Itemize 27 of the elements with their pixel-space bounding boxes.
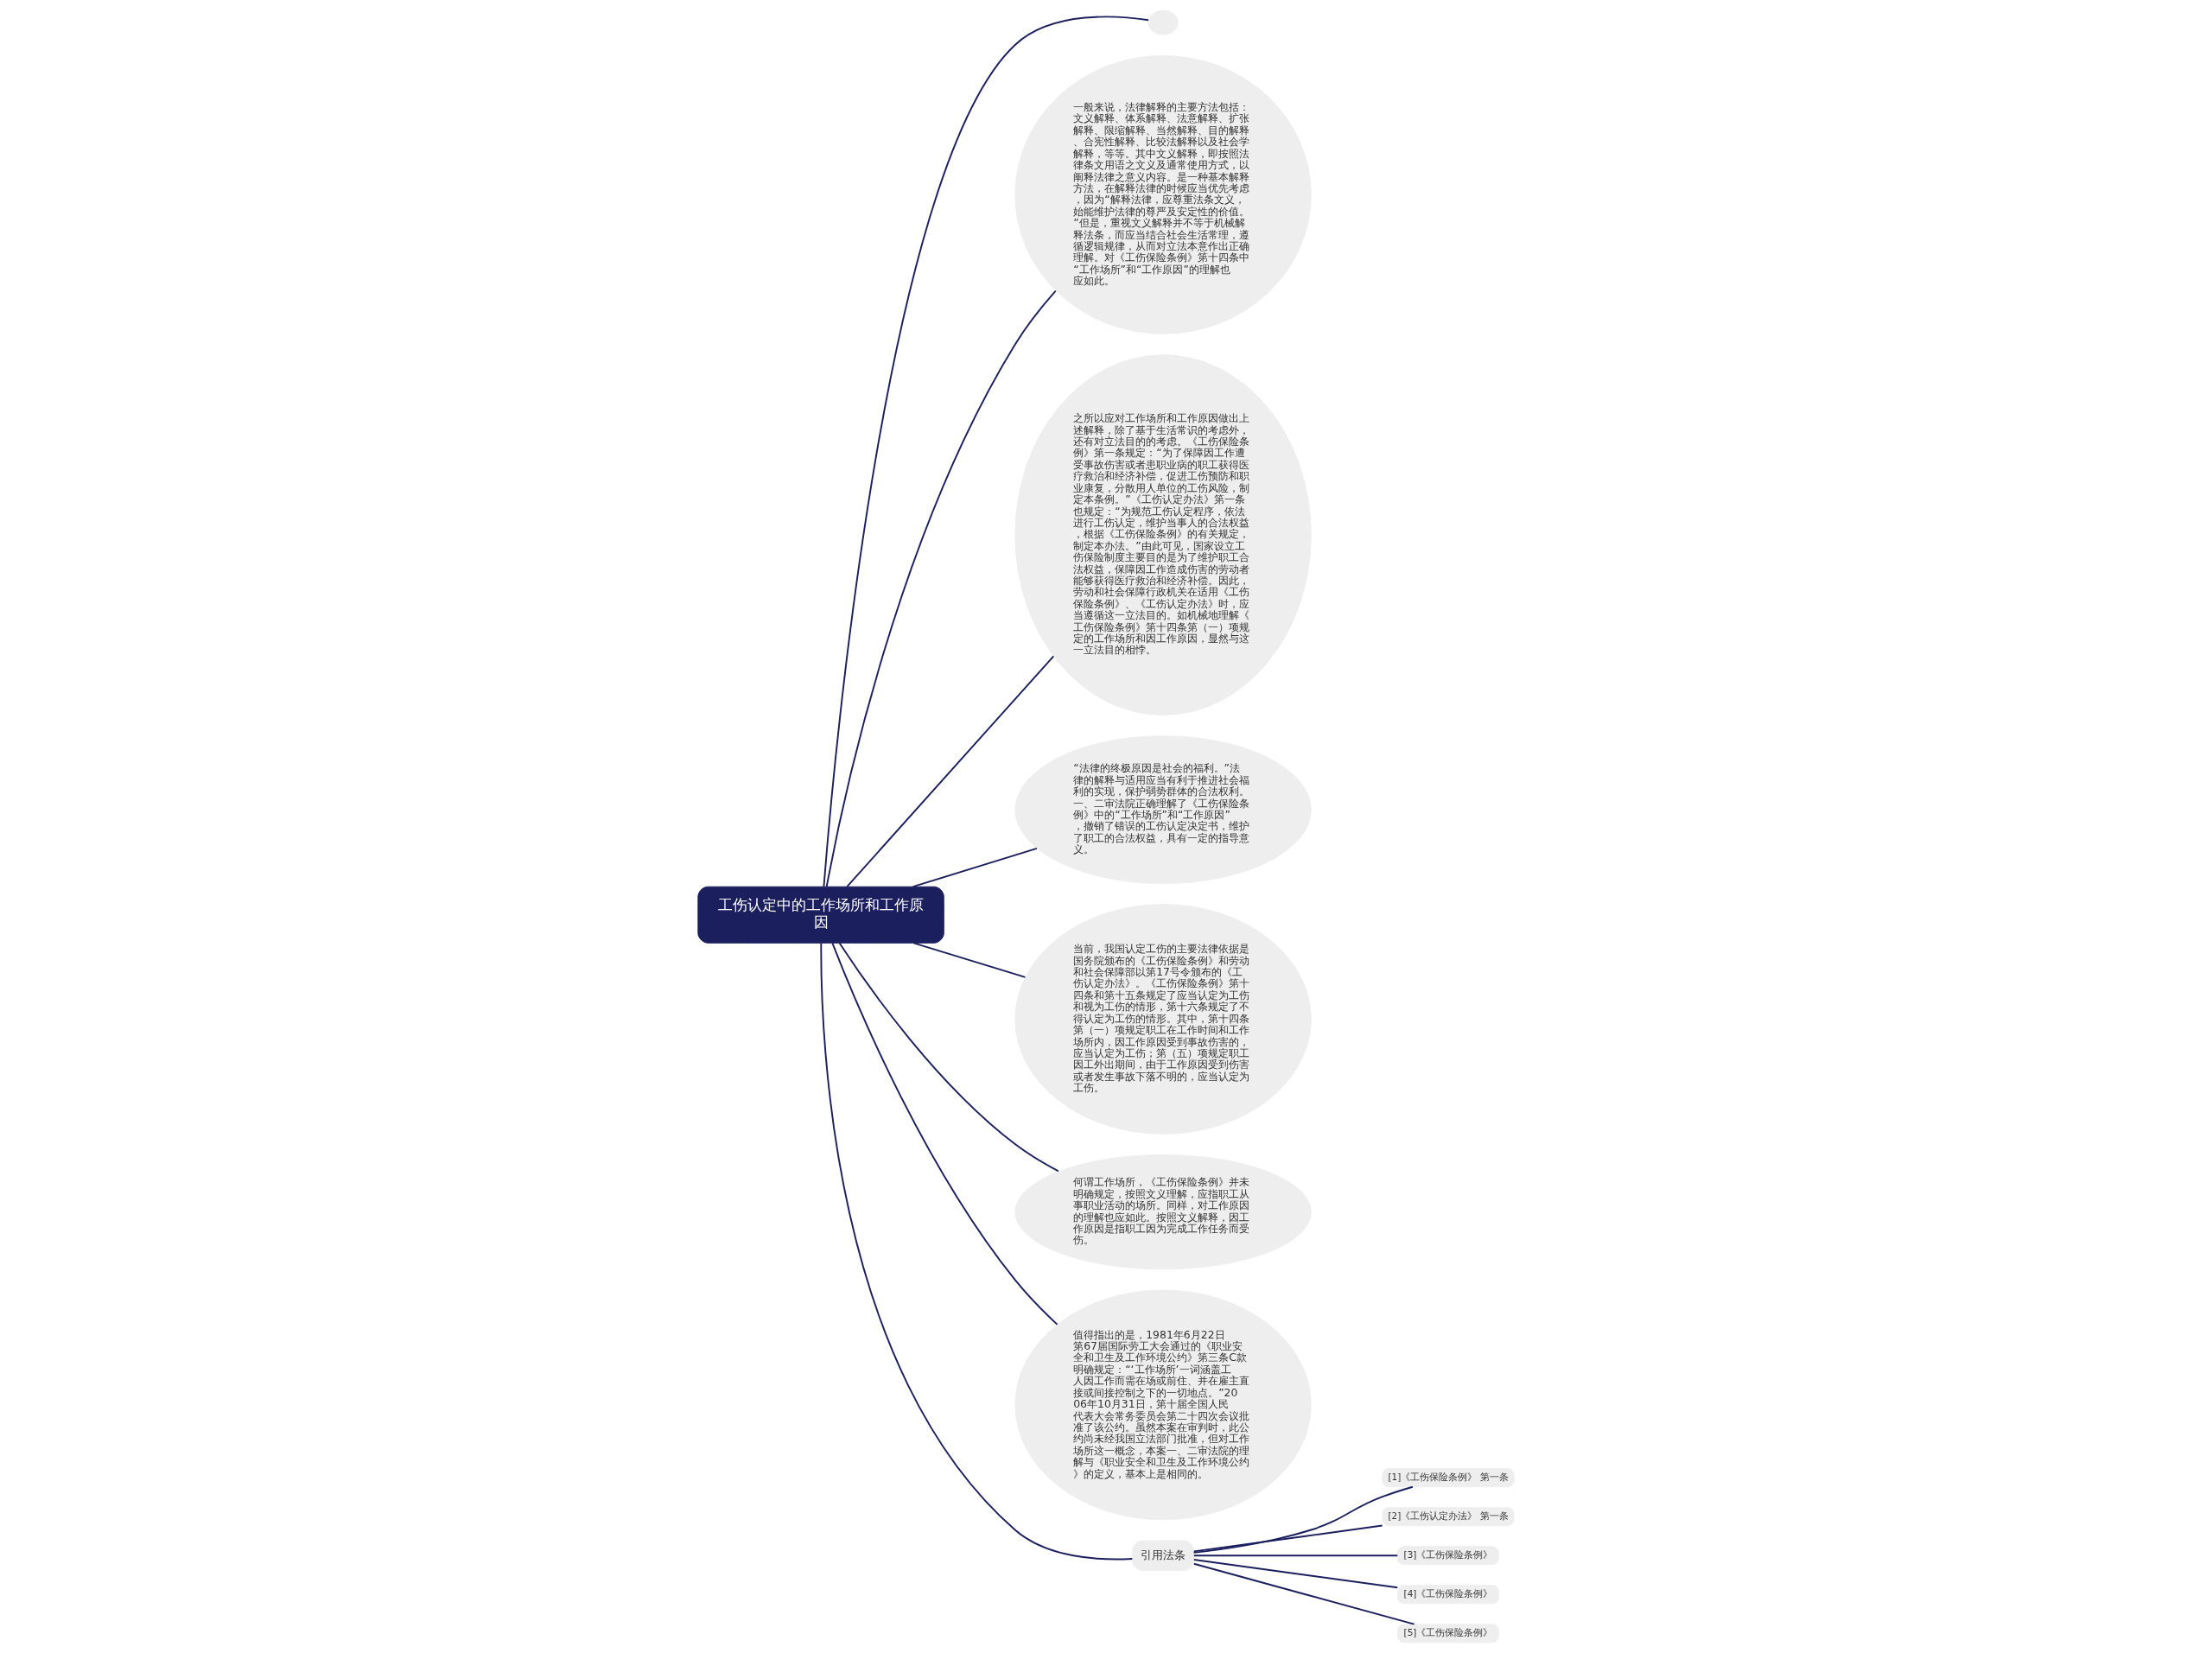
node-box: [4]《工伤保险条例》 [1397,1585,1499,1605]
node-box: [3]《工伤保险条例》 [1397,1546,1499,1566]
node-box: 工伤认定中的工作场所和工作原因 [697,886,944,944]
node-ellipse: 当前，我国认定工伤的主要法律依据是国务院颁布的《工伤保险条例》和劳动和社会保障部以第17号令颁布的《工伤认定办法》。《工伤保险条例》第十四条和第十五条规定了应当认定为工伤和视为工伤的情形，第十六条规定了不得认定为工伤的情形。其中，第十四条第（一）项规定职工在工作时间和工作场所内，因工作原因受到事故伤害的，应当认定为工伤；第（五）项规定职工因工外出期间，由于工作原因受到伤害或者发生事故下落不明的，应当认定为工伤。 [1014,904,1312,1135]
connector [1192,1524,1383,1553]
node-circle: 一般来说，法律解释的主要方法包括：文义解释、体系解释、法意解释、扩张解释、限缩解释、当然解释、目的解释、合宪性解释、比较法解释以及社会学解释，等等。其中文义解释，即按照法律条文用语之文义及通常使用方式，以阐释法律之意义内容。是一种基本解释方法，在解释法律的时候应当优先考虑，因为“解释法律，应尊重法条文义，始能维护法律的尊严及安定性的价值。”但是，重视文义解释并不等于机械解释法条，而应当结合社会生活常理，遵循逻辑规律，从而对立法本意作出正确理解。对《工伤保险条例》第十四条中“工作场所”和“工作原因”的理解也应如此。 [1014,54,1312,334]
connector [846,655,1055,888]
connector [831,942,1058,1326]
node-circle [1147,10,1179,35]
connector [1192,1554,1399,1557]
node-box: [1]《工伤保险条例》 第一条 [1382,1468,1515,1488]
node-ellipse: 值得指出的是，1981年6月22日第67届国际劳工大会通过的《职业安全和卫生及工作环境公约》第三条C款明确规定：“‘工作场所’一词涵盖工人因工作而需在场或前住、并在雇主直接或间接控制之下的一切地点。”2006年10月31日，第十届全国人民代表大会常务委员会第二十四次会议批准了该公约。虽然本案在审判时，此公约尚未经我国立法部门批准，但对工作场所这一概念，本案一、二审法院的理解与《职业安全和卫生及工作环境公约》的定义，基本上是相同的。 [1014,1289,1312,1521]
node-box: 引用法条 [1132,1540,1194,1571]
node-ellipse: 何谓工作场所，《工伤保险条例》并未明确规定，按照文义理解，应指职工从事职业活动的场所。同样，对工作原因的理解也应如此。按照文义解释，因工作原因是指职工因为完成工作任务而受伤。 [1014,1154,1312,1270]
connector [912,847,1038,888]
connector [1192,1559,1399,1589]
connector [825,289,1057,887]
node-ellipse: “法律的终极原因是社会的福利。”法律的解释与适用应当有利于推进社会福利的实现，保护弱势群体的合法权利。一、二审法院正确理解了《工伤保险条例》中的“工作场所”和“工作原因”，撤销了错误的工伤认定决定书，维护了职工的合法权益，具有一定的指导意义。 [1014,735,1312,884]
connector [820,942,1134,1561]
node-box: [5]《工伤保险条例》 [1397,1624,1499,1643]
connector [1192,1485,1414,1554]
connector [823,16,1149,887]
connector [1192,1562,1415,1625]
node-box: [2]《工伤认定办法》 第一条 [1382,1507,1515,1527]
connector [838,942,1059,1173]
node-ellipse: 之所以应对工作场所和工作原因做出上述解释，除了基于生活常识的考虑外，还有对立法目的的考虑。《工伤保险条例》第一条规定：“为了保障因工作遭受事故伤害或者患职业病的职工获得医疗救治和经济补偿，促进工伤预防和职业康复，分散用人单位的工伤风险，制定本条例。”《工伤认定办法》第一条也规定：“为规范工伤认定程序，依法进行工伤认定，维护当事人的合法权益，根据《工伤保险条例》的有关规定，制定本办法。”由此可见，国家设立工伤保险制度主要目的是为了维护职工合法权益，保障因工作造成伤害的劳动者能够获得医疗救治和经济补偿。因此，劳动和社会保障行政机关在适用《工伤保险条例》、《工伤认定办法》时，应当遵循这一立法目的。如机械地理解《工伤保险条例》第十四条第（一）项规定的工作场所和因工作原因，显然与这一立法目的相悖。 [1014,354,1312,715]
connector [912,942,1027,978]
